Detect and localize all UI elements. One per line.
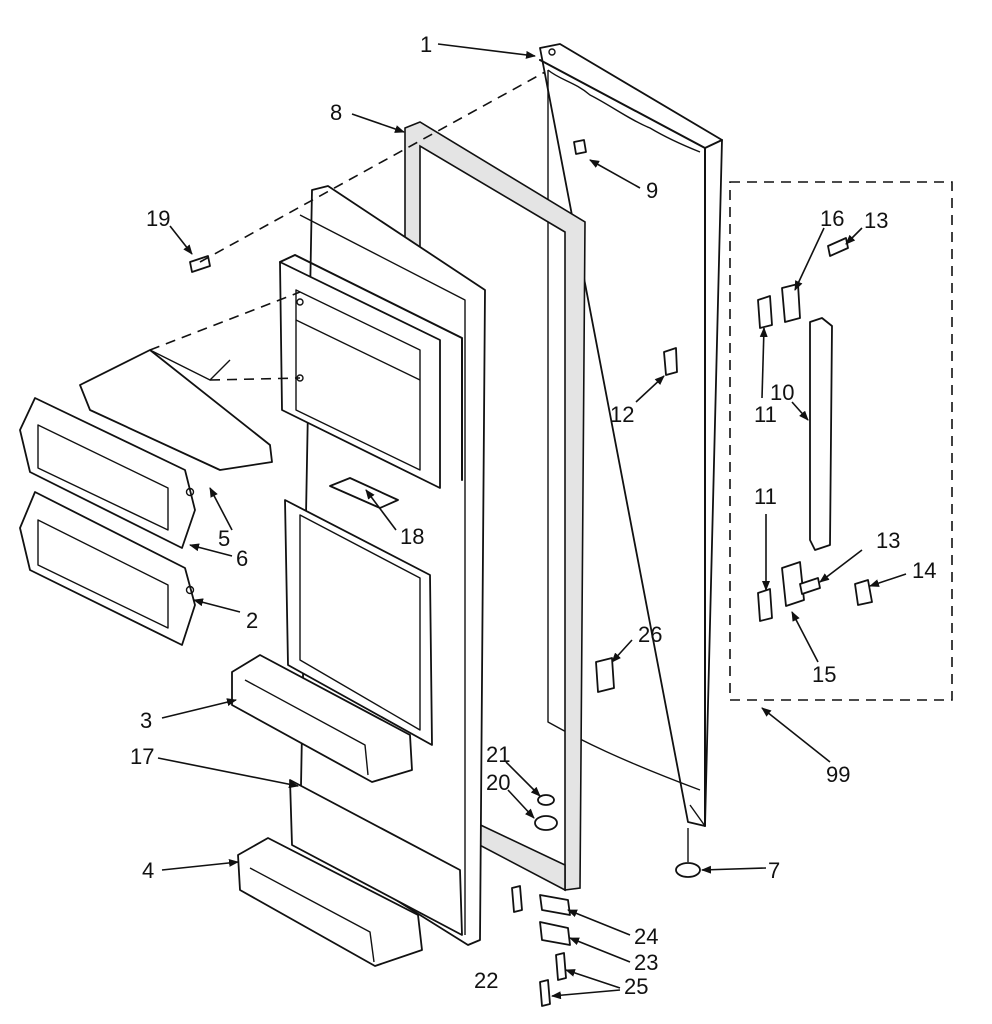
callout-26: 26 — [638, 622, 662, 647]
callout-11-lower: 11 — [754, 484, 777, 509]
callout-13-upper: 13 — [864, 208, 888, 233]
cap-7 — [675, 862, 701, 878]
hinge-16 — [781, 283, 801, 323]
callout-20: 20 — [486, 770, 510, 795]
callout-12: 12 — [610, 402, 634, 427]
cup-part-18 — [329, 477, 399, 509]
screw-22 — [511, 885, 523, 913]
door-bin-6 — [19, 397, 196, 549]
screw-25-upper — [555, 952, 567, 981]
callout-18: 18 — [400, 524, 424, 549]
callout-7: 7 — [768, 858, 780, 883]
callout-15: 15 — [812, 662, 836, 687]
shim-11-upper — [757, 295, 773, 329]
callout-9: 9 — [646, 178, 658, 203]
guide-line-upper — [199, 71, 546, 263]
callout-21: 21 — [486, 742, 510, 767]
callout-11-upper: 11 — [754, 402, 777, 427]
callout-17: 17 — [130, 744, 154, 769]
callout-14: 14 — [912, 558, 936, 583]
callout-1: 1 — [420, 32, 432, 57]
hinge-23 — [539, 921, 571, 946]
callout-5: 5 — [218, 526, 230, 551]
door-bin-2 — [19, 491, 196, 646]
callout-6: 6 — [236, 546, 248, 571]
hinge-15 — [781, 561, 805, 607]
kit-group-box — [729, 181, 953, 701]
callout-22: 22 — [474, 968, 498, 993]
hinge-part-10 — [809, 317, 833, 551]
cap-14 — [854, 579, 873, 606]
callout-99: 99 — [826, 762, 850, 787]
callout-23: 23 — [634, 950, 658, 975]
callout-10: 10 — [770, 380, 794, 405]
guide-line-tray-2 — [209, 377, 301, 381]
callout-19: 19 — [146, 206, 170, 231]
screw-25-lower — [539, 979, 551, 1007]
callout-24: 24 — [634, 924, 658, 949]
callout-2: 2 — [246, 608, 258, 633]
callout-16: 16 — [820, 206, 844, 231]
screw-13-lower — [799, 577, 821, 595]
bushing-20 — [534, 815, 558, 831]
callout-13-lower: 13 — [876, 528, 900, 553]
washer-21 — [537, 794, 555, 806]
hinge-24 — [539, 894, 571, 916]
screw-13-upper — [827, 237, 849, 257]
door-bin-4 — [237, 837, 423, 967]
guide-line-tray — [149, 291, 301, 351]
callout-4: 4 — [142, 858, 154, 883]
inner-door-liner — [279, 185, 486, 946]
callout-8: 8 — [330, 100, 342, 125]
callout-25: 25 — [624, 974, 648, 999]
shim-11-lower — [757, 588, 773, 622]
callout-3: 3 — [140, 708, 152, 733]
bracket-12 — [663, 347, 678, 376]
clip-26 — [595, 657, 615, 693]
plug-9 — [573, 139, 587, 155]
